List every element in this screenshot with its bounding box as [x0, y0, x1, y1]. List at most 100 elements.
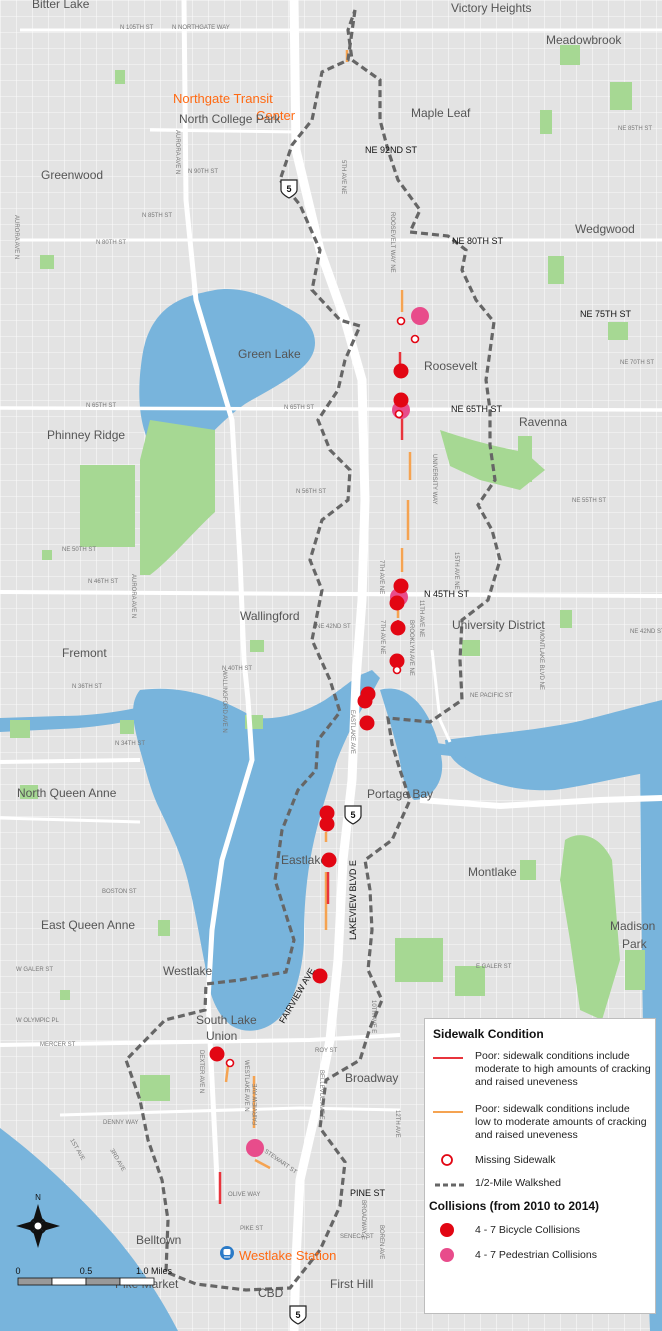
place-south-lake-union-2: Union — [206, 1029, 237, 1043]
legend: Sidewalk Condition Poor: sidewalk condit… — [424, 1018, 656, 1314]
woodland-park — [140, 420, 215, 575]
park-qa-3 — [158, 920, 170, 936]
street-northgate-way: N NORTHGATE WAY — [172, 25, 230, 31]
place-ravenna: Ravenna — [519, 415, 567, 429]
bicycle-collision-marker[interactable] — [393, 392, 409, 408]
street-aurora-1: AURORA AVE N — [174, 130, 180, 174]
street-n-80th: N 80TH ST — [96, 240, 126, 246]
park-volunteer — [395, 938, 443, 982]
park-greenwood — [115, 70, 125, 84]
place-northgate-transit-1: Northgate Transit — [173, 91, 273, 106]
park-fremont — [10, 720, 30, 738]
street-wallingford: WALLINGFORD AVE N — [221, 670, 227, 733]
park-ne-2 — [608, 322, 628, 340]
nq-1 — [149, 128, 301, 134]
pedestrian-collision-marker[interactable] — [246, 1139, 264, 1157]
street-pine: PINE ST — [350, 1188, 386, 1198]
bicycle-collision-marker[interactable] — [312, 968, 328, 984]
place-broadway: Broadway — [345, 1071, 398, 1085]
bicycle-collision-marker[interactable] — [359, 715, 375, 731]
street-10th-ave: 10TH AVE E — [370, 1000, 376, 1033]
bicycle-collision-marker[interactable] — [393, 363, 409, 379]
street-n-90th: N 90TH ST — [188, 169, 218, 175]
place-north-queen-anne: North Queen Anne — [17, 786, 117, 800]
ne-45th — [0, 590, 662, 598]
place-montlake: Montlake — [468, 865, 517, 879]
street-7th-ave-ne: 7TH AVE NE — [378, 560, 384, 594]
street-w-olympic: W OLYMPIC PL — [16, 1018, 60, 1024]
montlake-cut — [430, 742, 470, 758]
street-boston: BOSTON ST — [102, 889, 137, 895]
legend-collisions-title: Collisions (from 2010 to 2014) — [429, 1199, 600, 1213]
street-montlake-blvd: MONTLAKE BLVD NE — [538, 630, 544, 690]
street-seneca: SENECA ST — [340, 1234, 374, 1240]
ship-canal-bridge — [0, 758, 141, 764]
street-n-36th: N 36TH ST — [72, 684, 102, 690]
park-seattle-center — [140, 1075, 170, 1101]
bicycle-collision-marker[interactable] — [389, 595, 405, 611]
bicycle-collision-marker[interactable] — [357, 693, 373, 709]
street-brooklyn: BROOKLYN AVE NE — [408, 620, 414, 676]
place-wallingford: Wallingford — [240, 609, 300, 623]
scale-bar: 0 0.5 1.0 Miles — [15, 1266, 173, 1286]
poor-low-segment — [224, 1065, 230, 1083]
street-7th-ave: 7TH AVE NE — [379, 620, 385, 654]
park-w1 — [42, 550, 52, 560]
park-ne-1 — [548, 256, 564, 284]
scale-zero: 0 — [15, 1266, 20, 1276]
poor-low-segment — [254, 1158, 271, 1170]
bicycle-collision-marker[interactable] — [319, 805, 335, 821]
street-mercer: MERCER ST — [40, 1042, 76, 1048]
missing-sidewalk-marker[interactable] — [396, 316, 406, 326]
place-madison-park-2: Park — [622, 937, 648, 951]
legend-poor-low-line3: and raised uneveness — [475, 1129, 578, 1141]
train-station-icon — [220, 1246, 234, 1260]
street-ne-55th: NE 55TH ST — [572, 498, 606, 504]
bicycle-collision-marker[interactable] — [321, 852, 337, 868]
pedestrian-collision-marker[interactable] — [411, 307, 429, 325]
bicycle-collision-marker[interactable] — [319, 816, 335, 832]
place-meadowbrook: Meadowbrook — [546, 33, 622, 47]
street-boren: BOREN AVE — [378, 1225, 384, 1259]
bicycle-collision-marker[interactable] — [389, 653, 405, 669]
park-ud — [462, 640, 480, 656]
legend-pedestrian: 4 - 7 Pedestrian Collisions — [475, 1249, 597, 1261]
missing-sidewalk-marker[interactable] — [225, 1058, 235, 1068]
sidewalk-poor-low-layer — [224, 50, 412, 1170]
street-5th-ave: 5TH AVE NE — [340, 160, 346, 194]
bicycle-collision-marker[interactable] — [209, 1046, 225, 1062]
legend-poor-low-line1: Poor: sidewalk conditions include — [475, 1103, 630, 1115]
legend-poor-low-swatch — [433, 1111, 463, 1113]
lake-union-water — [133, 670, 380, 1031]
legend-poor-high-line1: Poor: sidewalk conditions include — [475, 1050, 630, 1062]
north-label: N — [35, 1193, 41, 1202]
w-queen-anne — [0, 816, 141, 824]
bicycle-collision-marker[interactable] — [393, 578, 409, 594]
legend-missing-sidewalk-swatch — [441, 1154, 453, 1166]
street-westlake-ave: WESTLAKE AVE N — [243, 1060, 249, 1112]
denny — [59, 1106, 401, 1117]
street-ne-92nd: NE 92ND ST — [365, 145, 418, 155]
bicycle-collision-marker[interactable] — [390, 620, 406, 636]
place-north-college-park: North College Park — [179, 112, 281, 126]
park-nw — [40, 255, 54, 269]
missing-sidewalk-marker[interactable] — [394, 409, 404, 419]
legend-poor-high-line3: and raised uneveness — [475, 1076, 578, 1088]
street-ne-85th: NE 85TH ST — [618, 126, 652, 132]
park-meadowbrook — [610, 82, 632, 110]
walkshed-outline — [124, 9, 502, 1292]
lakeside-montlake — [430, 649, 452, 743]
park-cowen — [518, 436, 532, 482]
park-wallingford — [250, 640, 264, 652]
legend-poor-high-swatch — [433, 1057, 463, 1059]
street-ne-50th: NE 50TH ST — [62, 547, 96, 553]
missing-sidewalk-marker[interactable] — [410, 334, 420, 344]
place-greenwood: Greenwood — [41, 168, 103, 182]
street-n-40th: N 40TH ST — [222, 666, 252, 672]
green-lake-water — [139, 289, 316, 459]
place-westlake-station: Westlake Station — [239, 1248, 336, 1263]
missing-sidewalk-marker[interactable] — [392, 665, 402, 675]
street-n-45th: N 45TH ST — [424, 589, 470, 599]
park-montlake — [520, 860, 536, 880]
